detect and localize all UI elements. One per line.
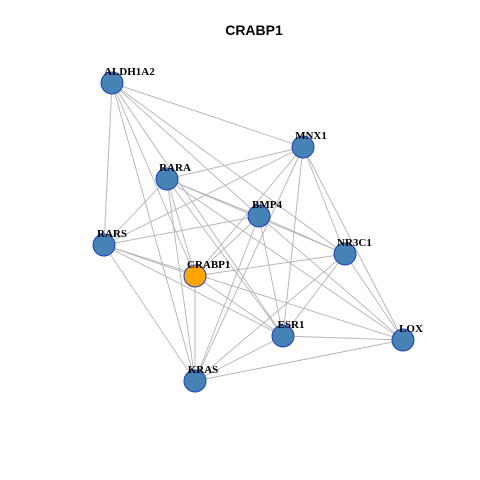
edge-rara-esr1 [166,178,284,337]
edge-aldh1a2-crabp1 [111,82,196,277]
edge-mnx1-lox [302,146,404,341]
edge-nr3c1-kras [194,253,346,382]
edge-kras-lox [194,339,404,382]
node-rara[interactable] [155,167,179,191]
edge-esr1-lox [282,335,404,341]
edge-mnx1-kras [194,146,304,382]
node-esr1[interactable] [271,324,295,348]
edge-rars-esr1 [103,244,284,337]
diagram-title: CRABP1 [225,22,283,38]
node-aldh1a2[interactable] [100,71,124,95]
edge-mnx1-rars [103,146,304,246]
edge-bmp4-rars [103,215,260,246]
edge-rars-kras [103,244,196,382]
edge-nr3c1-lox [344,253,404,341]
edge-nr3c1-esr1 [282,253,346,337]
edge-nr3c1-crabp1 [194,253,346,277]
node-label-rars: RARS [97,228,127,240]
edge-bmp4-lox [258,215,404,341]
node-kras[interactable] [183,369,207,393]
edge-aldh1a2-esr1 [111,82,284,337]
node-label-aldh1a2: ALDH1A2 [104,66,155,78]
edge-rara-lox [166,178,404,341]
node-label-kras: KRAS [188,364,219,376]
edge-rars-lox [103,244,404,341]
node-rars[interactable] [92,233,116,257]
edge-bmp4-crabp1 [194,215,260,277]
node-mnx1[interactable] [291,135,315,159]
edge-layer [103,82,404,382]
edge-mnx1-nr3c1 [302,146,346,255]
node-label-crabp1: CRABP1 [187,259,230,271]
edge-bmp4-esr1 [258,215,284,337]
edge-bmp4-nr3c1 [258,215,346,255]
node-label-lox: LOX [399,323,423,335]
edge-esr1-kras [194,335,284,382]
edge-bmp4-kras [194,215,260,382]
node-label-nr3c1: NR3C1 [337,237,372,249]
node-label-bmp4: BMP4 [252,199,282,211]
edge-aldh1a2-rars [103,82,113,246]
edge-rara-crabp1 [166,178,196,277]
node-bmp4[interactable] [247,204,271,228]
edge-rara-kras [166,178,196,382]
edge-aldh1a2-kras [111,82,196,382]
edge-rara-rars [103,178,168,246]
edge-aldh1a2-bmp4 [111,82,260,217]
node-layer [92,71,415,393]
edge-aldh1a2-mnx1 [111,82,304,148]
edge-aldh1a2-nr3c1 [111,82,346,255]
edge-crabp1-esr1 [194,275,284,337]
node-label-rara: RARA [159,162,191,174]
node-label-mnx1: MNX1 [295,130,327,142]
node-label-esr1: ESR1 [278,319,305,331]
edge-mnx1-rara [166,146,304,180]
node-nr3c1[interactable] [333,242,357,266]
edge-mnx1-esr1 [282,146,304,337]
node-crabp1[interactable] [183,264,207,288]
node-lox[interactable] [391,328,415,352]
